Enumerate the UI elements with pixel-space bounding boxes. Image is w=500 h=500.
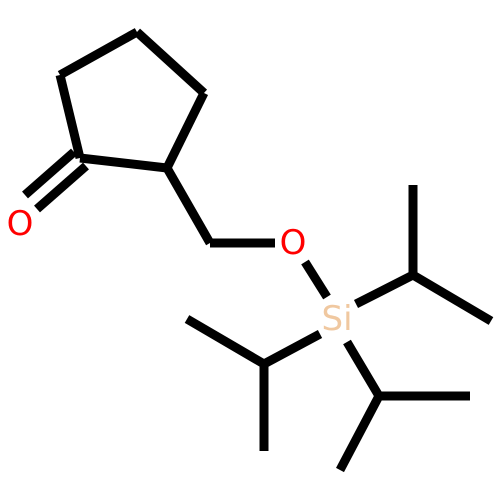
- isopropyl-group-1: [353, 185, 494, 325]
- bond-ring-ch2: [163, 165, 214, 246]
- bond-ring-c2-c3: [57, 28, 140, 79]
- bond-ch-me-1b: [410, 271, 494, 325]
- bond-ring-c5-c1: [79, 153, 168, 173]
- bond-si-ch-1: [353, 270, 416, 309]
- cyclopentanone-ring: [55, 28, 209, 173]
- bond-si-ch-3: [343, 339, 383, 399]
- bond-ch-me-3b: [336, 393, 383, 473]
- bond-ring-c3-c4: [133, 28, 208, 97]
- ether-oxygen-label: O: [280, 223, 307, 263]
- bond-si-ch-2: [261, 330, 323, 368]
- isopropyl-group-3: [336, 339, 470, 473]
- bond-carbonyl-outer: [34, 162, 89, 213]
- bond-o-si: [301, 259, 331, 300]
- bond-ring-c4-c5: [162, 91, 209, 170]
- isopropyl-group-2: [184, 315, 323, 451]
- bond-ring-c1-c2: [55, 73, 85, 160]
- siloxymethyl-chain: [163, 165, 331, 300]
- bond-carbonyl-inner: [22, 148, 77, 199]
- silicon-label: Si: [321, 299, 352, 339]
- carbonyl-oxygen-label: O: [7, 204, 34, 244]
- carbonyl-double-bond: [22, 148, 89, 213]
- bond-ch-me-2a: [184, 315, 267, 368]
